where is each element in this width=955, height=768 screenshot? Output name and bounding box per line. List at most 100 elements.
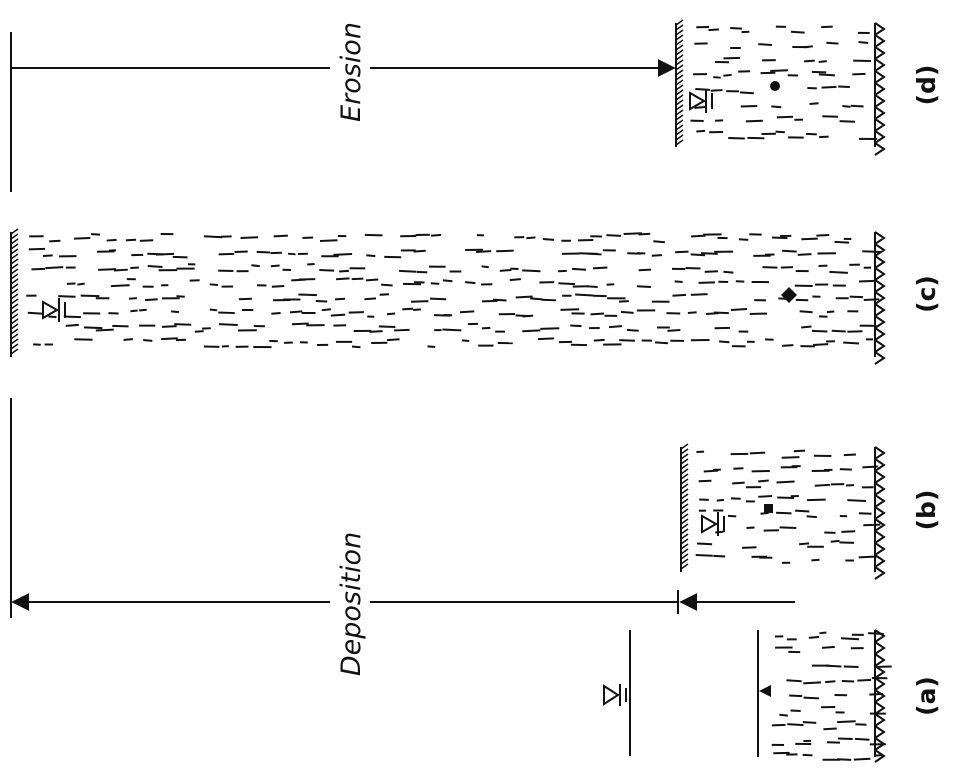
texture-dash [672, 293, 687, 297]
texture-dash [826, 310, 835, 314]
column-d [675, 19, 886, 156]
texture-dash [789, 694, 803, 698]
hatch-tick [10, 263, 19, 270]
texture-dash [77, 282, 85, 286]
hatch-tick [680, 453, 689, 460]
texture-dash [781, 456, 800, 459]
hatch-tick [10, 278, 19, 285]
texture-dash [690, 293, 708, 296]
texture-dash [847, 499, 866, 502]
hatch-tick [680, 478, 689, 485]
hatch-tick [10, 268, 19, 275]
texture-dash [853, 757, 871, 761]
texture-dash [821, 645, 835, 649]
texture-dash [638, 268, 652, 272]
column-c-marker-diamond [781, 287, 797, 303]
hatch-tick [675, 69, 684, 76]
bed-zigzag [874, 446, 886, 580]
texture-dash [837, 758, 852, 761]
texture-dash [410, 300, 429, 303]
texture-dash [515, 295, 533, 299]
texture-dash [732, 481, 745, 485]
texture-dash [830, 539, 840, 543]
texture-dash [256, 250, 271, 254]
texture-dash [430, 233, 442, 237]
texture-dash [623, 232, 642, 236]
hatch-tick [680, 503, 689, 510]
texture-dash [174, 323, 192, 326]
column-c [10, 228, 886, 365]
panel-label-d: (d) [912, 65, 941, 106]
hatch-tick [10, 283, 19, 290]
texture-dash [413, 249, 426, 253]
texture-dash [334, 297, 346, 301]
texture-dash [814, 483, 831, 487]
hatch-tick [10, 318, 19, 325]
column-d-marker-dot [770, 81, 780, 91]
bed-zigzag [874, 629, 886, 763]
texture-dash [526, 236, 536, 240]
texture-dash [291, 322, 309, 326]
texture-dash [58, 295, 76, 298]
column-b [680, 443, 886, 580]
hatch-tick [680, 528, 689, 535]
hatch-tick [680, 493, 689, 500]
texture-dash [365, 278, 379, 282]
texture-dash [209, 308, 218, 312]
texture-dash [522, 329, 541, 333]
hatch-tick [10, 238, 19, 245]
texture-dash [315, 299, 328, 303]
texture-dash [653, 240, 665, 244]
texture-dash [398, 269, 417, 273]
texture-dash [843, 453, 856, 457]
texture-dash [839, 468, 852, 471]
texture-dash [801, 237, 818, 241]
deposition-label: Deposition [336, 532, 367, 676]
texture-dash [858, 279, 875, 283]
texture-dash [571, 267, 587, 271]
texture-dash [840, 637, 860, 641]
texture-dash [481, 265, 489, 269]
hatch-tick [680, 538, 689, 545]
texture-dash [655, 341, 669, 345]
texture-dash [351, 277, 364, 281]
texture-dash [130, 266, 139, 270]
hatch-tick [10, 333, 19, 340]
hatch-tick [675, 39, 684, 46]
hatch-tick [10, 228, 19, 235]
hatch-tick [10, 303, 19, 310]
texture-dash [364, 297, 377, 301]
texture-dash [465, 281, 476, 285]
texture-dash [857, 678, 872, 682]
hatch-tick [680, 473, 689, 480]
texture-dash [49, 239, 61, 243]
hatch-tick [675, 89, 684, 96]
texture-dash [394, 328, 410, 332]
texture-dash [366, 254, 376, 258]
texture-dash [742, 546, 757, 549]
hatch-tick [10, 293, 19, 300]
texture-dash [667, 328, 681, 332]
hatch-tick [675, 134, 684, 141]
hatch-tick [10, 328, 19, 335]
hatch-tick [10, 273, 19, 280]
texture-dash [575, 293, 594, 297]
column-a-bed [874, 629, 886, 763]
texture-dash [537, 337, 555, 341]
texture-dash [779, 713, 788, 717]
texture-dash [442, 328, 462, 332]
texture-dash [716, 498, 725, 502]
texture-dash [863, 523, 881, 527]
texture-dash [695, 88, 710, 91]
texture-dash [863, 298, 880, 301]
texture-dash [558, 282, 576, 286]
texture-dash [837, 720, 856, 724]
hatch-tick [10, 323, 19, 330]
texture-dash [746, 526, 755, 530]
hatch-tick [680, 558, 689, 565]
texture-dash [63, 315, 81, 319]
hatch-tick [680, 553, 689, 560]
texture-dash [834, 240, 850, 244]
texture-dash [745, 119, 763, 123]
